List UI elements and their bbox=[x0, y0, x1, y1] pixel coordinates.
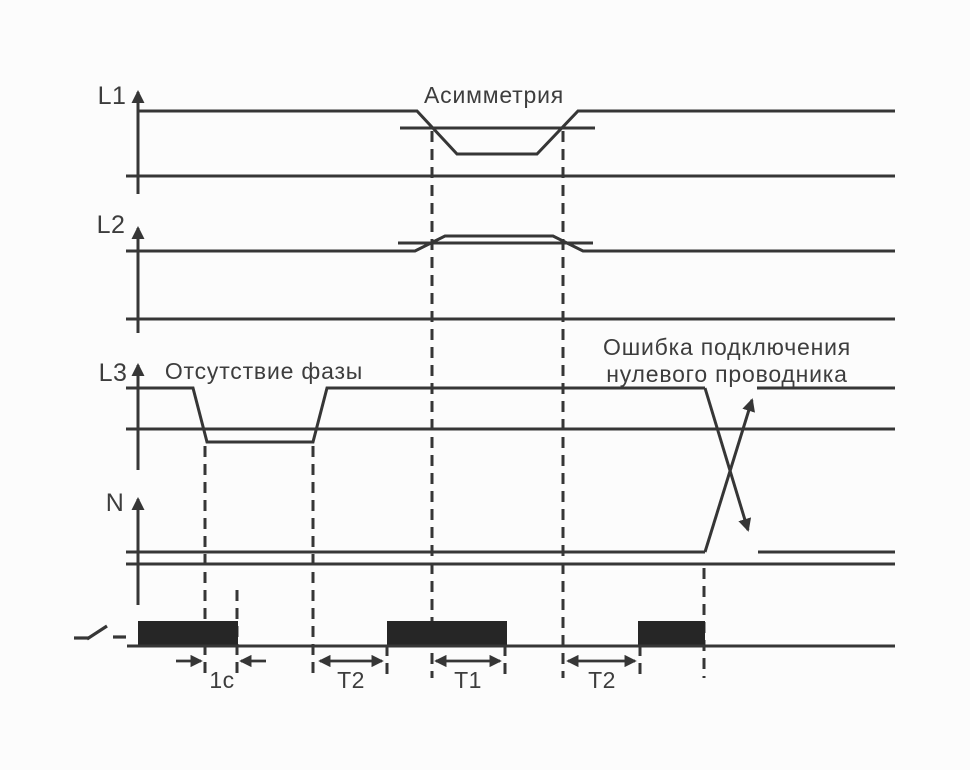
timing-label-t2a: T2 bbox=[337, 667, 365, 693]
switch-icon bbox=[74, 624, 126, 641]
cross-arrow-down bbox=[703, 387, 752, 532]
l1-waveform bbox=[138, 109, 895, 156]
asymmetry-label: Асимметрия bbox=[424, 82, 564, 108]
l2-waveform bbox=[126, 234, 895, 253]
channel-label-n: N bbox=[106, 489, 125, 517]
neutral-error-label-line1: Ошибка подключения bbox=[603, 334, 851, 360]
channel-label-l1: L1 bbox=[98, 82, 127, 110]
channel-label-l3: L3 bbox=[99, 359, 128, 387]
relay-on-bar-3 bbox=[638, 621, 705, 647]
timing-label-1c: 1с bbox=[209, 667, 234, 693]
phase-loss-label: Отсутствие фазы bbox=[165, 358, 363, 384]
timing-label-t1: T1 bbox=[454, 667, 482, 693]
relay-on-bar-1 bbox=[138, 621, 238, 647]
neutral-error-label-line2: нулевого проводника bbox=[606, 361, 848, 387]
channel-label-l2: L2 bbox=[97, 211, 126, 239]
timing-label-t2b: T2 bbox=[588, 667, 616, 693]
cross-arrow-up bbox=[703, 398, 755, 553]
relay-on-bar-2 bbox=[387, 621, 507, 647]
l3-waveform bbox=[126, 386, 705, 444]
